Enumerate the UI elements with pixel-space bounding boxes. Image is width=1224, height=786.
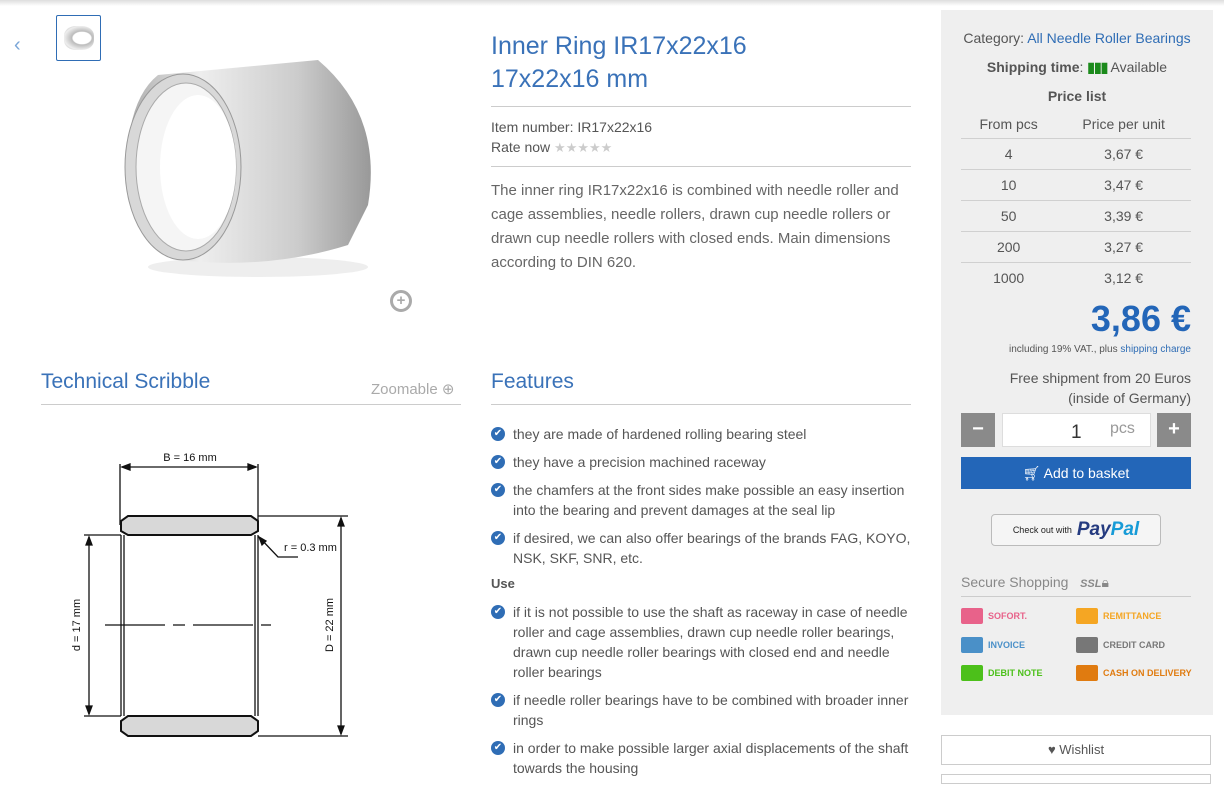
feature-item: ✔they are made of hardened rolling beari… <box>491 424 911 444</box>
prev-arrow[interactable]: ‹ <box>14 34 21 56</box>
top-shadow <box>0 0 1224 6</box>
use-heading: Use <box>491 576 515 591</box>
check-icon: ✔ <box>491 605 505 619</box>
add-to-basket-button[interactable]: 🛒︎ Add to basket <box>961 457 1191 489</box>
secure-shopping: Secure Shopping SSL🔒︎ <box>961 574 1109 590</box>
dim-r-label: r = 0.3 mm <box>284 542 337 554</box>
zoom-icon: ⊕ <box>441 381 455 398</box>
check-icon: ✔ <box>491 693 505 707</box>
divider <box>41 404 461 405</box>
cart-icon: 🛒︎ <box>1022 465 1041 481</box>
next-button[interactable] <box>941 774 1211 784</box>
increase-qty-button[interactable]: + <box>1157 413 1191 447</box>
scribble-title: Technical Scribble <box>41 370 211 393</box>
use-item: ✔if needle roller bearings have to be co… <box>491 690 911 730</box>
zoomable-link[interactable]: Zoomable ⊕ <box>371 381 455 398</box>
lock-icon: 🔒︎ <box>1101 574 1109 590</box>
use-item: ✔in order to make possible larger axial … <box>491 738 911 778</box>
payment-cash-on-delivery: CASH ON DELIVERY <box>1076 665 1192 681</box>
divider <box>961 596 1191 597</box>
feature-item: ✔if desired, we can also offer bearings … <box>491 528 911 568</box>
divider <box>491 106 911 107</box>
paypal-checkout-button[interactable]: Check out with PayPal <box>991 514 1161 546</box>
payment-sofort: SOFORT. <box>961 608 1027 624</box>
dim-b-label: B = 16 mm <box>163 452 217 464</box>
quantity-input[interactable]: 1 pcs <box>1002 413 1151 447</box>
check-icon: ✔ <box>491 741 505 755</box>
check-icon: ✔ <box>491 531 505 545</box>
price-list-title: Price list <box>1047 88 1107 104</box>
feature-item: ✔they have a precision machined raceway <box>491 452 911 472</box>
category-link[interactable]: All Needle Roller Bearings <box>1027 30 1191 46</box>
shipping-charge-link[interactable]: shipping charge <box>1120 344 1191 355</box>
heart-icon: ♥ <box>1047 742 1056 757</box>
payment-remittance: REMITTANCE <box>1076 608 1161 624</box>
feature-item: ✔the chamfers at the front sides make po… <box>491 480 911 520</box>
thumbnail[interactable] <box>56 15 101 61</box>
divider <box>491 404 911 405</box>
dim-D-label: D = 22 mm <box>324 598 336 652</box>
check-icon: ✔ <box>491 455 505 469</box>
free-shipment: Free shipment from 20 Euros(inside of Ge… <box>1009 370 1191 406</box>
check-icon: ✔ <box>491 483 505 497</box>
payment-credit-card: CREDIT CARD <box>1076 637 1165 653</box>
zoom-icon[interactable]: + <box>390 290 412 312</box>
product-description: The inner ring IR17x22x16 is combined wi… <box>491 182 899 271</box>
dim-d-label: d = 17 mm <box>71 599 83 651</box>
product-image[interactable] <box>118 55 383 280</box>
check-icon: ✔ <box>491 427 505 441</box>
vat-note: including 19% VAT., plus shipping charge <box>1009 344 1191 355</box>
divider <box>491 166 911 167</box>
use-item: ✔if it is not possible to use the shaft … <box>491 602 911 682</box>
category: Category: All Needle Roller Bearings <box>963 30 1191 46</box>
technical-drawing[interactable]: B = 16 mm r = 0.3 mm d = 17 mm D = 22 mm <box>0 0 480 780</box>
decrease-qty-button[interactable]: − <box>961 413 995 447</box>
price: 3,86 € <box>1090 298 1191 339</box>
rating[interactable]: Rate now ★★★★★ <box>491 139 613 155</box>
wishlist-button[interactable]: ♥ Wishlist <box>941 735 1211 765</box>
features-title: Features <box>491 370 574 393</box>
purchase-sidebar: Category: All Needle Roller Bearings Shi… <box>941 10 1213 715</box>
shipping-time: Shipping time: ▮▮▮ Available <box>986 59 1168 75</box>
item-number: Item number: IR17x22x16 <box>491 119 653 135</box>
payment-debit-note: DEBIT NOTE <box>961 665 1043 681</box>
payment-invoice: INVOICE <box>961 637 1025 653</box>
availability-bars-icon: ▮▮▮ <box>1087 59 1108 75</box>
features-list: ✔they are made of hardened rolling beari… <box>491 424 911 786</box>
star-icons: ★★★★★ <box>554 140 613 155</box>
